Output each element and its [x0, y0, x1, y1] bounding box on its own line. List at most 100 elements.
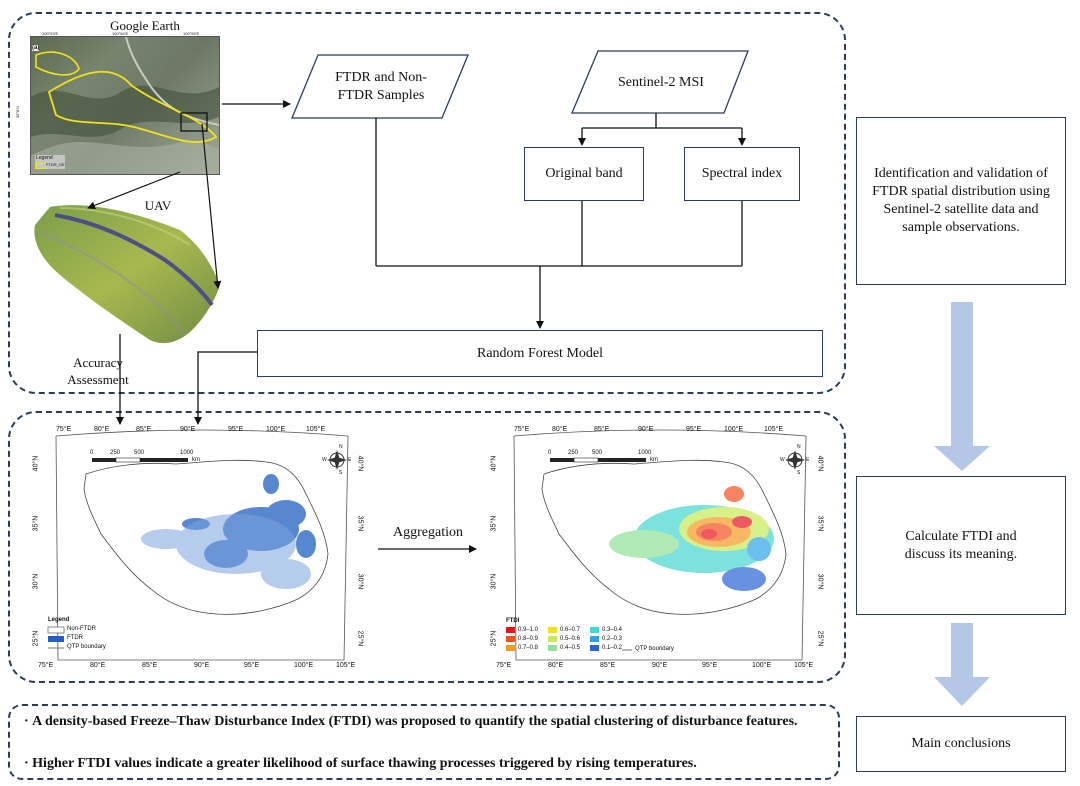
ftdi-legend-label: 0.7–0.8 — [518, 645, 539, 651]
lon-tick: 75°E — [514, 426, 530, 433]
ftdi-legend-swatch — [548, 645, 557, 651]
right-scale-500: 500 — [592, 450, 603, 456]
left-scale-1000: 1000 — [180, 450, 194, 456]
original-band-label: Original band — [545, 166, 623, 181]
ftdi-legend-item: 0.1–0.2 — [590, 645, 622, 651]
ftdi-legend-swatch — [548, 627, 557, 633]
left-legend-nonftdr: Non-FTDR — [67, 626, 97, 632]
lon-tick: 85°E — [142, 662, 158, 669]
lat-tick: 40°N — [32, 455, 40, 472]
right-lon-ticks-top: 75°E 80°E 85°E 90°E 95°E 100°E 105°E — [514, 426, 814, 436]
lat-tick: 35°N — [816, 515, 824, 532]
ftdi-legend-label: 0.4–0.5 — [560, 645, 581, 651]
left-lon-ticks-bottom: 75°E 80°E 85°E 90°E 95°E 100°E 105°E — [38, 662, 358, 672]
bullet-2: · — [24, 756, 33, 771]
ftdi-legend-title: FTDI — [506, 618, 520, 624]
lat-tick: 40°N — [490, 455, 498, 472]
ftdi-legend-label: 0.9–1.0 — [518, 627, 539, 633]
ge-lon-tick-1: 100°53'E — [42, 31, 59, 36]
ftdi-legend-swatch — [506, 636, 515, 642]
ftdi-legend-swatch — [506, 627, 515, 633]
lon-tick: 100°E — [266, 426, 286, 433]
right-lat-ticks: 40°N 35°N 30°N 25°N — [486, 440, 498, 660]
lat-tick: 25°N — [490, 630, 498, 647]
calculate-ftdi-box: Calculate FTDI and discuss its meaning. — [856, 476, 1066, 615]
ftdi-legend-swatch — [548, 636, 557, 642]
ge-lon-tick-3: 100°55'E — [183, 31, 200, 36]
ge-lon-tick-2: 100°54'E — [112, 31, 129, 36]
left-compass-n: N — [339, 444, 343, 450]
main-conclusions-box: Main conclusions — [856, 716, 1066, 772]
lon-tick: 105°E — [794, 662, 814, 669]
samples-label: FTDR and Non-FTDR Samples — [335, 70, 427, 103]
left-scale-0: 0 — [90, 450, 94, 456]
left-lat-ticks-right: 40°N 35°N 30°N 25°N — [352, 440, 364, 660]
ge-legend-title: Legend — [36, 155, 53, 161]
lat-tick: 35°N — [32, 515, 40, 532]
lon-tick: 80°E — [94, 426, 110, 433]
ftdi-legend-item: 0.8–0.9 — [506, 636, 538, 642]
lon-tick: 85°E — [136, 426, 152, 433]
lon-tick: 75°E — [496, 662, 512, 669]
lon-tick: 100°E — [724, 426, 744, 433]
panel-letter: (a) — [32, 45, 40, 51]
lat-tick: 30°N — [816, 573, 824, 590]
ftdi-legend-label: 0.3–0.4 — [602, 627, 623, 633]
ftdi-legend-item: 0.3–0.4 — [590, 627, 622, 633]
ftdi-legend-item: 0.4–0.5 — [548, 645, 580, 651]
lon-tick: 105°E — [764, 426, 784, 433]
lon-tick: 90°E — [652, 662, 668, 669]
left-scale-500: 500 — [134, 450, 145, 456]
ftdi-legend-item: 0.6–0.7 — [548, 627, 580, 633]
right-scale-unit: km — [650, 457, 658, 463]
ftdi-legend-swatch — [590, 636, 599, 642]
sentinel-label: Sentinel-2 MSI — [618, 74, 704, 90]
ge-legend-item: FTDR_GE — [46, 162, 65, 167]
lon-tick: 80°E — [90, 662, 106, 669]
calculate-ftdi-text: Calculate FTDI and discuss its meaning. — [904, 528, 1018, 562]
ftdi-legend-label: 0.5–0.6 — [560, 636, 581, 642]
right-compass-e: E — [806, 457, 810, 463]
accuracy-label: Accuracy Assessment — [67, 355, 129, 387]
ftdi-legend-item: 0.2–0.3 — [590, 636, 622, 642]
lon-tick: 80°E — [548, 662, 564, 669]
left-compass-e: E — [348, 457, 352, 463]
lon-tick: 90°E — [180, 426, 196, 433]
ftdi-legend-label: 0.2–0.3 — [602, 636, 623, 642]
right-lon-ticks-bottom: 75°E 80°E 85°E 90°E 95°E 100°E 105°E — [496, 662, 816, 672]
ftdi-legend-label: 0.1–0.2 — [602, 645, 623, 651]
lon-tick: 100°E — [752, 662, 772, 669]
right-lat-ticks-right: 40°N 35°N 30°N 25°N — [812, 440, 824, 660]
random-forest-label: Random Forest Model — [477, 345, 603, 361]
right-compass-s: S — [797, 470, 801, 476]
lon-tick: 95°E — [228, 426, 244, 433]
left-legend-boundary: QTP boundary — [67, 644, 106, 650]
conclusion-2: · Higher FTDI values indicate a greater … — [22, 754, 846, 773]
main-conclusions-text: Main conclusions — [911, 736, 1011, 751]
bullet-1: · — [24, 714, 33, 729]
conclusion-1-text: A density-based Freeze–Thaw Disturbance … — [32, 714, 798, 729]
spectral-index-label: Spectral index — [701, 166, 783, 181]
ftdi-legend-swatch — [590, 645, 599, 651]
right-compass-n: N — [797, 444, 801, 450]
left-lat-ticks: 40°N 35°N 30°N 25°N — [28, 440, 40, 660]
lat-tick: 30°N — [490, 573, 498, 590]
conclusions-panel-frame — [8, 704, 840, 780]
conclusion-2-text: Higher FTDI values indicate a greater li… — [32, 756, 697, 771]
ftdr-map: 0 250 500 1000 km N S W E Legend Non-FTD… — [36, 424, 368, 672]
ftdi-legend-item: 0.5–0.6 — [548, 636, 580, 642]
google-earth-image: (a) Legend FTDR_GE — [30, 36, 220, 175]
lon-tick: 95°E — [702, 662, 718, 669]
left-legend-title: Legend — [48, 617, 70, 623]
lat-tick: 40°N — [816, 455, 824, 472]
right-scale-0: 0 — [548, 450, 552, 456]
left-scale-unit: km — [192, 457, 200, 463]
lon-tick: 95°E — [244, 662, 260, 669]
lat-tick: 40°N — [356, 455, 364, 472]
lon-tick: 95°E — [686, 426, 702, 433]
lat-tick: 35°N — [356, 515, 364, 532]
lon-tick: 100°E — [294, 662, 314, 669]
google-earth-label: Google Earth — [110, 18, 180, 33]
right-compass-w: W — [780, 457, 785, 463]
lat-tick: 25°N — [356, 630, 364, 647]
